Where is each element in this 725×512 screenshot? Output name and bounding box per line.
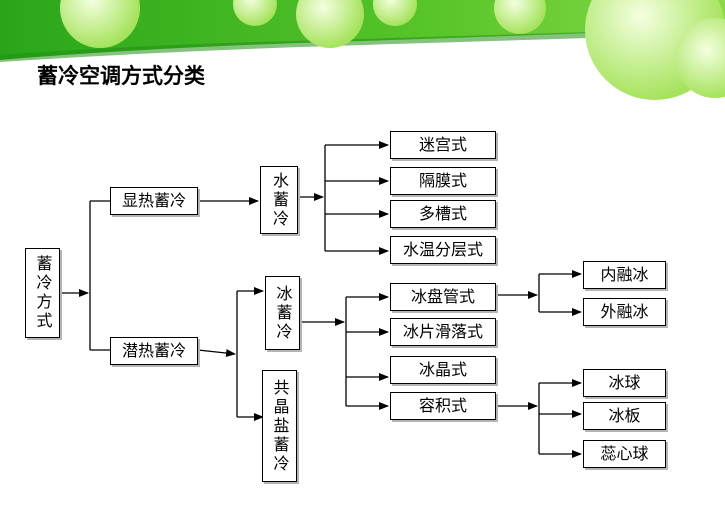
node-cold-storage-method: 蓄冷方式 (25, 248, 60, 338)
header-banner (0, 0, 725, 100)
node-membrane: 隔膜式 (390, 167, 496, 195)
node-stratified: 水温分层式 (390, 236, 496, 264)
node-water-storage: 水蓄冷 (260, 166, 298, 234)
decor-bubble (233, 0, 277, 26)
node-ice-plate: 冰板 (583, 402, 666, 430)
node-sensible-heat: 显热蓄冷 (110, 187, 198, 215)
decor-bubble (60, 0, 140, 48)
decor-bubble (373, 0, 417, 26)
node-encapsulated: 容积式 (390, 392, 496, 420)
decor-bubble (296, 0, 364, 48)
node-internal-melt: 内融冰 (583, 261, 666, 289)
decor-bubble (675, 18, 725, 98)
decor-bubble (494, 0, 546, 34)
node-multi-tank: 多槽式 (390, 200, 496, 228)
node-latent-heat: 潜热蓄冷 (110, 337, 198, 365)
node-ice-harvester: 冰片滑落式 (390, 318, 496, 346)
node-ice-storage: 冰蓄冷 (265, 276, 300, 350)
node-eutectic-salt: 共晶盐蓄冷 (262, 370, 297, 482)
node-ice-slurry: 冰晶式 (390, 356, 496, 384)
node-external-melt: 外融冰 (583, 298, 666, 326)
page-title: 蓄冷空调方式分类 (37, 64, 205, 88)
node-labyrinth: 迷宫式 (390, 131, 496, 159)
node-ice-coil: 冰盘管式 (390, 283, 496, 311)
node-ice-ball: 冰球 (583, 369, 666, 397)
node-core-ball: 蕊心球 (583, 440, 666, 468)
